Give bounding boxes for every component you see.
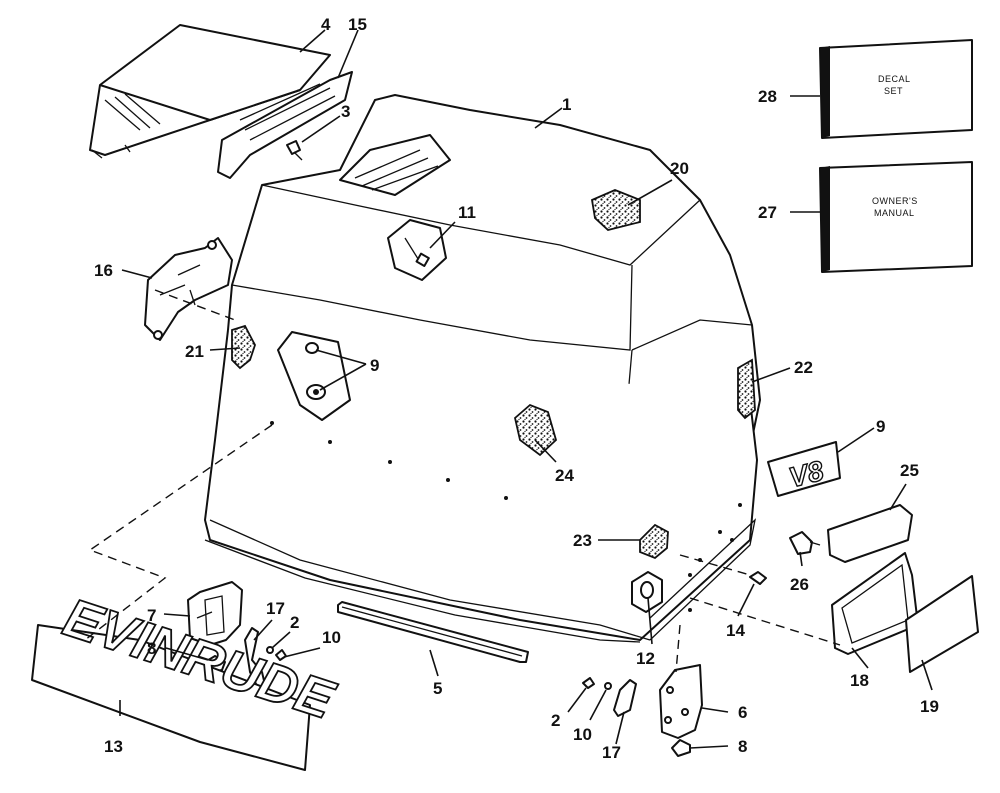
- callout-10-lower: 10: [573, 725, 592, 744]
- callout-7: 7: [147, 606, 156, 625]
- decal-box-line2: SET: [884, 86, 903, 96]
- part-21-seal: [231, 324, 256, 370]
- part-3-screw: [286, 140, 303, 161]
- part-10-screw-lower: [604, 682, 612, 690]
- callout-13: 13: [104, 737, 123, 756]
- callout-21: 21: [185, 342, 204, 361]
- part-4-hood-cover: [89, 24, 331, 159]
- part-5-trim-strip: [337, 601, 529, 663]
- callout-leader-lines: [119, 29, 933, 749]
- part-8-stop-lower: [671, 739, 691, 757]
- callout-9-side: 9: [370, 356, 379, 375]
- callout-28: 28: [758, 87, 777, 106]
- part-24-seal: [514, 403, 558, 457]
- callout-4: 4: [321, 15, 331, 34]
- part-15-intake-grille: [217, 71, 353, 179]
- callout-18: 18: [850, 671, 869, 690]
- manual-box-line1: OWNER'S: [872, 196, 918, 206]
- callout-6: 6: [738, 703, 747, 722]
- part-2-washer-lower: [582, 677, 595, 689]
- v8-badge-text: V8: [786, 455, 827, 493]
- callout-16: 16: [94, 261, 113, 280]
- callout-23: 23: [573, 531, 592, 550]
- callout-22: 22: [794, 358, 813, 377]
- part-25-pad: [827, 504, 913, 563]
- part-17-clip-left: [244, 627, 266, 689]
- part-11-bolt-plate: [387, 219, 447, 281]
- callout-11: 11: [458, 203, 476, 222]
- part-19-plate: [905, 575, 979, 673]
- assembly-dashed-lines: [84, 289, 841, 673]
- part-6-plate: [659, 664, 703, 739]
- callout-15: 15: [348, 15, 367, 34]
- callout-19: 19: [920, 697, 939, 716]
- callout-8-lower: 8: [738, 737, 747, 756]
- callout-25: 25: [900, 461, 919, 480]
- part-28-decal-set-box: DECAL SET: [819, 39, 973, 139]
- callout-3: 3: [341, 102, 350, 121]
- callout-2-lower: 2: [551, 711, 560, 730]
- part-20-seal: [590, 189, 641, 231]
- callout-26: 26: [790, 575, 809, 594]
- decal-box-line1: DECAL: [878, 74, 911, 84]
- part-16-bracket: [144, 237, 233, 341]
- callout-1: 1: [562, 95, 571, 114]
- part-18-frame: [831, 552, 919, 655]
- callout-2-left: 2: [290, 613, 299, 632]
- callout-12: 12: [636, 649, 655, 668]
- part-23-seal: [639, 523, 669, 560]
- callout-10-left: 10: [322, 628, 341, 647]
- callout-9-badge: 9: [876, 417, 885, 436]
- callout-24: 24: [555, 466, 574, 485]
- manual-box-line2: MANUAL: [874, 208, 915, 218]
- callout-17-left: 17: [266, 599, 285, 618]
- part-22-seal: [737, 358, 756, 420]
- callout-14: 14: [726, 621, 745, 640]
- callout-numbers: 1 4 15 3 20 11 16 21 9 22 9 24 25 23 26 …: [94, 15, 939, 762]
- part-27-owners-manual-box: OWNER'S MANUAL: [819, 161, 973, 273]
- part-17-clip-lower: [613, 679, 637, 717]
- part-9-v8-badge: V8: [767, 441, 841, 497]
- part-7-latch: [187, 581, 243, 646]
- callout-20: 20: [670, 159, 689, 178]
- part-12-grommet: [631, 571, 663, 613]
- callout-8-left: 8: [147, 639, 156, 658]
- callout-17-lower: 17: [602, 743, 621, 762]
- part-2-washer-left: [266, 646, 274, 654]
- part-26-plug: [789, 531, 821, 555]
- callout-5: 5: [433, 679, 442, 698]
- callout-27: 27: [758, 203, 777, 222]
- part-14-screw: [749, 571, 767, 585]
